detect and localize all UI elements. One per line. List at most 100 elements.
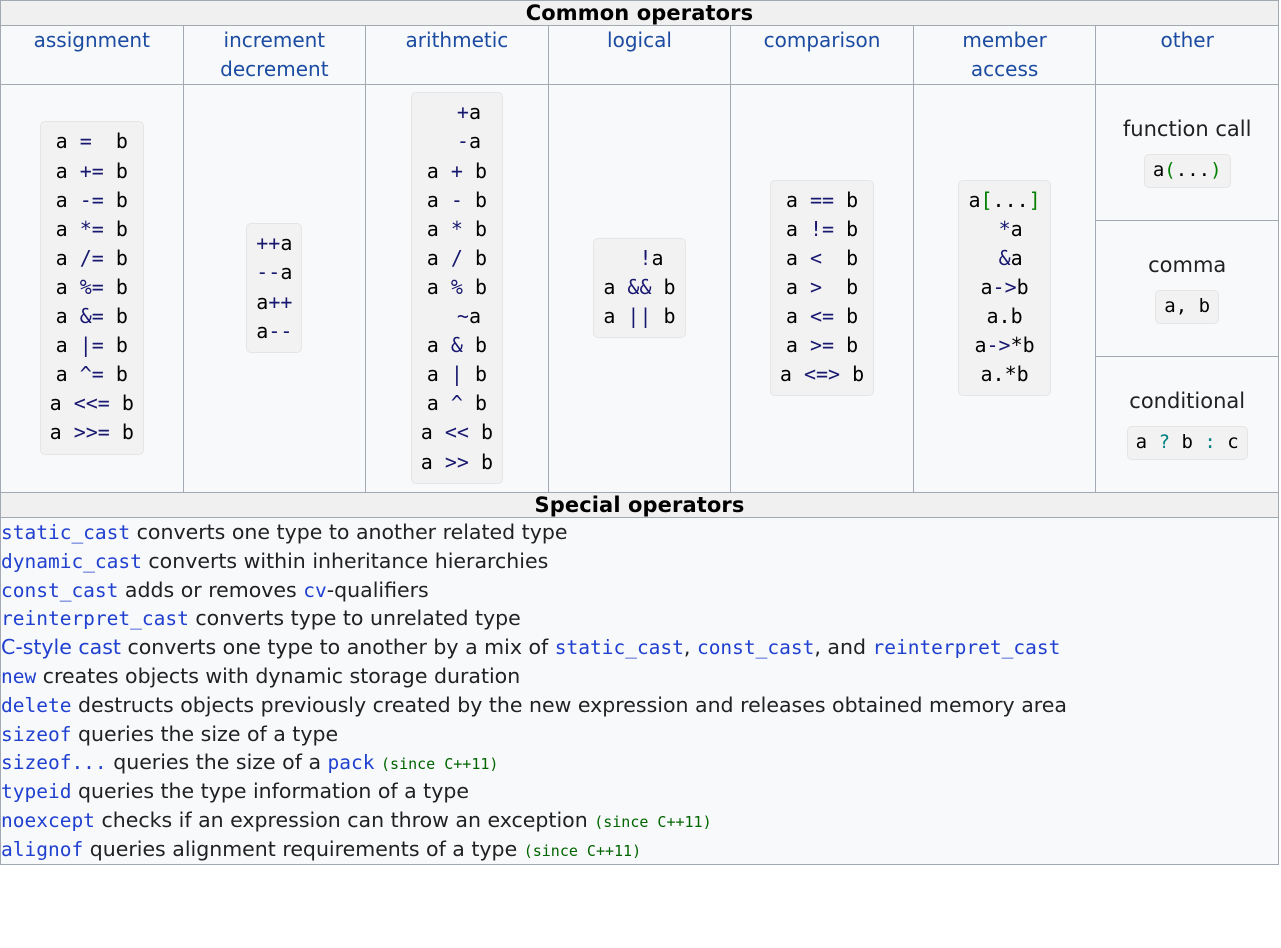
common-operators-title-row: Common operators bbox=[0, 0, 1279, 26]
special-operator-line: alignof queries alignment requirements o… bbox=[1, 835, 1278, 864]
special-token-7-0[interactable]: sizeof bbox=[1, 722, 72, 746]
column-header-member-label: member bbox=[962, 28, 1047, 52]
special-operators-list: static_cast converts one type to another… bbox=[0, 517, 1279, 865]
code-token-8-0: a bbox=[55, 362, 80, 387]
code-line: a /= b bbox=[56, 246, 128, 270]
column-header-other[interactable]: other bbox=[1095, 25, 1279, 85]
special-token-2-0[interactable]: const_cast bbox=[1, 578, 119, 602]
code-token-8-2: b bbox=[103, 362, 128, 387]
column-header-member-access[interactable]: member access bbox=[912, 25, 1097, 85]
code-token-1-1: * bbox=[998, 216, 1011, 241]
special-token-10-0[interactable]: noexcept bbox=[1, 808, 95, 832]
column-header-decrement-label: decrement bbox=[220, 57, 329, 81]
special-token-9-0[interactable]: typeid bbox=[1, 780, 72, 804]
code-token-3-0: a bbox=[980, 274, 993, 299]
code-token-0-3: ) bbox=[1210, 159, 1222, 182]
special-operator-line: C-style cast converts one type to anothe… bbox=[1, 633, 1278, 662]
common-operators-title: Common operators bbox=[0, 0, 1279, 26]
code-token-7-2: a bbox=[468, 304, 481, 329]
special-token-5-0[interactable]: new bbox=[1, 664, 37, 688]
code-token-2-1: -= bbox=[79, 187, 104, 212]
special-token-4-4[interactable]: const_cast bbox=[696, 636, 815, 660]
code-token-3-0: a bbox=[256, 318, 269, 343]
special-token-8-0[interactable]: sizeof... bbox=[1, 751, 107, 775]
code-token-5-0: a bbox=[785, 333, 810, 358]
code-line: &a bbox=[987, 246, 1023, 270]
special-token-8-2[interactable]: pack bbox=[327, 751, 375, 775]
special-token-11-0[interactable]: alignof bbox=[1, 837, 84, 861]
code-token-3-1: -- bbox=[268, 318, 293, 343]
column-header-increment-decrement[interactable]: increment decrement bbox=[182, 25, 367, 85]
special-token-4-6[interactable]: reinterpret_cast bbox=[872, 636, 1061, 660]
code-token-6-0: a bbox=[426, 274, 451, 299]
code-token-2-2: b bbox=[103, 187, 128, 212]
code-token-9-2: b bbox=[462, 362, 488, 387]
special-token-1-0[interactable]: dynamic_cast bbox=[1, 549, 142, 573]
code-token-2-0: a bbox=[55, 187, 80, 212]
code-token-4-0: a bbox=[426, 216, 451, 241]
other-label-conditional: conditional bbox=[1129, 389, 1246, 414]
code-token-1-1: += bbox=[79, 158, 104, 183]
code-token-3-1: *= bbox=[79, 216, 104, 241]
code-line: ~a bbox=[433, 304, 481, 328]
code-token-4-2: b bbox=[834, 304, 859, 329]
special-token-4-5: , and bbox=[814, 635, 873, 660]
code-token-4-1: * bbox=[450, 216, 463, 241]
code-line: --a bbox=[256, 260, 292, 284]
code-token-7-1: |= bbox=[79, 333, 104, 358]
code-token-5-1: >= bbox=[809, 333, 835, 358]
code-token-5-2: *b bbox=[1010, 333, 1035, 358]
assignment-cell: a = b a += b a -= b a *= b a /= b a %= b… bbox=[0, 84, 184, 493]
column-header-logical[interactable]: logical bbox=[547, 25, 732, 85]
special-token-3-0[interactable]: reinterpret_cast bbox=[1, 607, 189, 631]
code-line: +a bbox=[433, 100, 481, 124]
code-token-5-2: b bbox=[462, 245, 488, 270]
special-operator-line: static_cast converts one type to another… bbox=[1, 518, 1278, 547]
code-token-6-0: a.*b bbox=[980, 362, 1029, 387]
assignment-code-block: a = b a += b a -= b a *= b a /= b a %= b… bbox=[39, 121, 144, 455]
column-header-increment-label: increment bbox=[223, 28, 326, 52]
code-token-4-0: a.b bbox=[986, 304, 1023, 329]
code-line: a * b bbox=[427, 217, 487, 241]
code-line: a == b bbox=[786, 188, 858, 212]
code-token-4-1: <= bbox=[809, 304, 835, 329]
code-token-3-1: - bbox=[450, 187, 463, 212]
code-token-0-2: ... bbox=[992, 187, 1029, 212]
special-token-2-2[interactable]: cv bbox=[303, 578, 327, 602]
special-token-0-1: converts one type to another related typ… bbox=[130, 520, 568, 544]
code-token-2-1: + bbox=[450, 158, 463, 183]
code-token-6-2: b bbox=[840, 362, 865, 387]
special-operators-body-row: static_cast converts one type to another… bbox=[0, 517, 1279, 865]
special-token-4-0[interactable]: C-style cast bbox=[1, 635, 121, 660]
column-header-assignment[interactable]: assignment bbox=[0, 25, 184, 85]
column-header-arithmetic[interactable]: arithmetic bbox=[365, 25, 549, 85]
code-token-12-0: a bbox=[420, 449, 445, 474]
code-token-6-0: a bbox=[779, 362, 804, 387]
special-token-6-0[interactable]: delete bbox=[1, 693, 72, 717]
code-token-12-1: >> bbox=[444, 449, 469, 474]
special-token-5-1: creates objects with dynamic storage dur… bbox=[36, 663, 521, 688]
code-token-10-2: b bbox=[462, 391, 488, 416]
code-line: a *= b bbox=[56, 217, 128, 241]
code-line: a << b bbox=[421, 420, 493, 444]
code-token-2-1: || bbox=[627, 304, 652, 329]
code-token-11-0: a bbox=[420, 420, 445, 445]
code-token-6-2: b bbox=[103, 304, 128, 329]
column-header-comparison[interactable]: comparison bbox=[730, 25, 914, 85]
special-token-0-0[interactable]: static_cast bbox=[1, 521, 131, 544]
code-token-2-2: b bbox=[462, 158, 488, 183]
other-row-function-call: function call a(...) bbox=[1096, 85, 1278, 221]
special-token-2-3: -qualifiers bbox=[326, 577, 429, 602]
code-token-2-0: a bbox=[256, 289, 269, 314]
code-line: -a bbox=[433, 129, 481, 153]
code-line: a %= b bbox=[56, 275, 128, 299]
column-header-other-label: other bbox=[1160, 28, 1214, 52]
code-token-0-3: : bbox=[1204, 431, 1216, 454]
code-token-1-2: a bbox=[468, 129, 481, 154]
code-token-0-1: == bbox=[809, 187, 835, 212]
code-line: a >>= b bbox=[50, 420, 134, 444]
code-line: a += b bbox=[56, 159, 128, 183]
code-token-3-2: b bbox=[103, 216, 128, 241]
code-token-4-1: /= bbox=[79, 245, 104, 270]
special-token-4-2[interactable]: static_cast bbox=[554, 636, 684, 660]
